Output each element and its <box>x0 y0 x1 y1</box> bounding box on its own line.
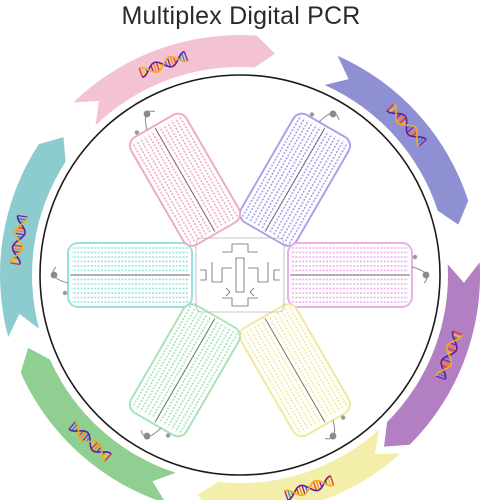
microfluidic-chip-array <box>50 110 430 440</box>
ring-segment-green <box>20 347 176 500</box>
chip-arm-green <box>128 303 242 440</box>
dna-helix-icon <box>9 214 29 266</box>
dna-helix-icon <box>386 103 427 147</box>
dna-helix-icon <box>435 330 464 381</box>
chip-arm-purple <box>238 110 352 247</box>
chip-boundary-circle <box>39 74 441 476</box>
ring-segment-pink <box>73 35 275 126</box>
arrow-ring <box>0 35 481 500</box>
dna-helix-icon <box>284 475 335 500</box>
dna-helix-icon <box>138 50 189 79</box>
ring-segment-purple <box>324 55 469 225</box>
chip-arm-yellow <box>238 303 352 440</box>
chip-arm-magenta <box>287 242 430 308</box>
ring-segment-teal <box>0 137 66 338</box>
dna-helix-icon <box>68 421 112 462</box>
chip-arm-teal <box>50 242 193 308</box>
figure-title: Multiplex Digital PCR <box>121 2 361 30</box>
central-manifold <box>195 237 285 313</box>
chip-arm-pink <box>128 110 242 247</box>
ring-segment-yellow <box>197 429 401 500</box>
ring-segment-magenta <box>384 262 481 447</box>
